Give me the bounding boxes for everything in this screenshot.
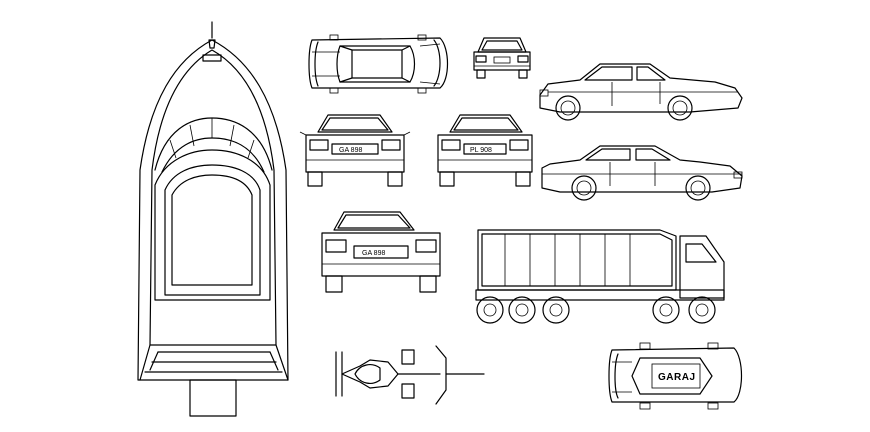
- car-top-view: [308, 34, 449, 94]
- plate-text-right: PL 908: [470, 147, 492, 154]
- car-rear-view-bottom: GA 898: [321, 211, 441, 293]
- dump-truck-side-view: [475, 229, 725, 324]
- car-rear-view-right: PL 908: [437, 114, 533, 187]
- plate-text-left: GA 898: [339, 147, 362, 154]
- car-rear-view-small: [473, 37, 531, 79]
- sedan-side-view-2: [541, 145, 743, 201]
- boat-top-view: [137, 21, 289, 417]
- jetski-top-view: [335, 345, 485, 405]
- sedan-side-view-1: [539, 63, 743, 121]
- garage-car-top-view: GARAJ: [608, 342, 743, 410]
- garage-label: GARAJ: [658, 372, 696, 383]
- car-rear-view-left: GA 898: [299, 114, 411, 187]
- plate-text-bottom: GA 898: [362, 250, 385, 257]
